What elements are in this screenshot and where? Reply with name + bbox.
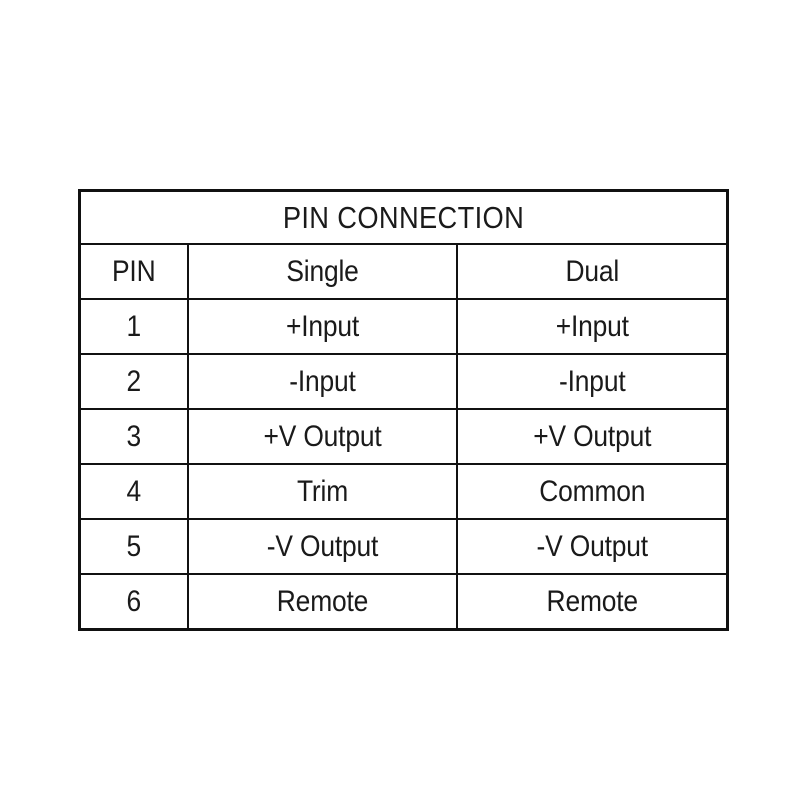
cell-pin: 6	[78, 573, 189, 631]
cell-dual: +V Output	[455, 408, 729, 465]
table-row: 4 Trim Common	[78, 463, 729, 520]
cell-pin-value: 5	[126, 529, 142, 563]
cell-single: -Input	[186, 353, 458, 410]
cell-single: -V Output	[186, 518, 458, 575]
cell-dual-value: Remote	[546, 584, 638, 618]
pin-connection-table-body: PIN CONNECTION PIN Single Dual 1	[78, 189, 729, 631]
cell-pin-value: 6	[126, 584, 142, 618]
table-row: 3 +V Output +V Output	[78, 408, 729, 465]
table-header-row: PIN Single Dual	[78, 243, 729, 300]
column-header-pin-label: PIN	[111, 254, 156, 288]
cell-single-value: Remote	[276, 584, 368, 618]
cell-pin-value: 2	[126, 364, 142, 398]
table-title-row: PIN CONNECTION	[78, 189, 729, 245]
cell-pin-value: 4	[126, 474, 142, 508]
cell-dual-value: +V Output	[532, 419, 651, 453]
cell-single-value: -V Output	[266, 529, 378, 563]
cell-pin: 3	[78, 408, 189, 465]
pin-connection-table: PIN CONNECTION PIN Single Dual 1	[78, 189, 730, 631]
table-title-cell: PIN CONNECTION	[78, 189, 729, 245]
cell-dual: +Input	[455, 298, 729, 355]
cell-pin: 5	[78, 518, 189, 575]
cell-single-value: -Input	[288, 364, 356, 398]
cell-pin: 4	[78, 463, 189, 520]
column-header-dual-label: Dual	[564, 254, 619, 288]
cell-single-value: +V Output	[262, 419, 382, 453]
cell-dual-value: -Input	[558, 364, 626, 398]
cell-single: Remote	[186, 573, 458, 631]
table-row: 6 Remote Remote	[78, 573, 729, 631]
table-row: 2 -Input -Input	[78, 353, 729, 410]
cell-pin-value: 1	[126, 309, 142, 343]
cell-dual: -Input	[455, 353, 729, 410]
cell-dual: Remote	[455, 573, 729, 631]
cell-dual-value: +Input	[555, 309, 629, 343]
cell-single-value: +Input	[285, 309, 359, 343]
cell-pin: 1	[78, 298, 189, 355]
column-header-single: Single	[186, 243, 458, 300]
column-header-dual: Dual	[455, 243, 729, 300]
table-row: 5 -V Output -V Output	[78, 518, 729, 575]
cell-dual-value: -V Output	[536, 529, 648, 563]
cell-pin-value: 3	[126, 419, 142, 453]
cell-dual: Common	[455, 463, 729, 520]
cell-single-value: Trim	[296, 474, 348, 508]
cell-single: Trim	[186, 463, 458, 520]
table-row: 1 +Input +Input	[78, 298, 729, 355]
column-header-single-label: Single	[285, 254, 359, 288]
cell-dual-value: Common	[538, 474, 645, 508]
cell-pin: 2	[78, 353, 189, 410]
cell-single: +V Output	[186, 408, 458, 465]
table-title: PIN CONNECTION	[282, 200, 525, 235]
cell-dual: -V Output	[455, 518, 729, 575]
cell-single: +Input	[186, 298, 458, 355]
column-header-pin: PIN	[78, 243, 189, 300]
